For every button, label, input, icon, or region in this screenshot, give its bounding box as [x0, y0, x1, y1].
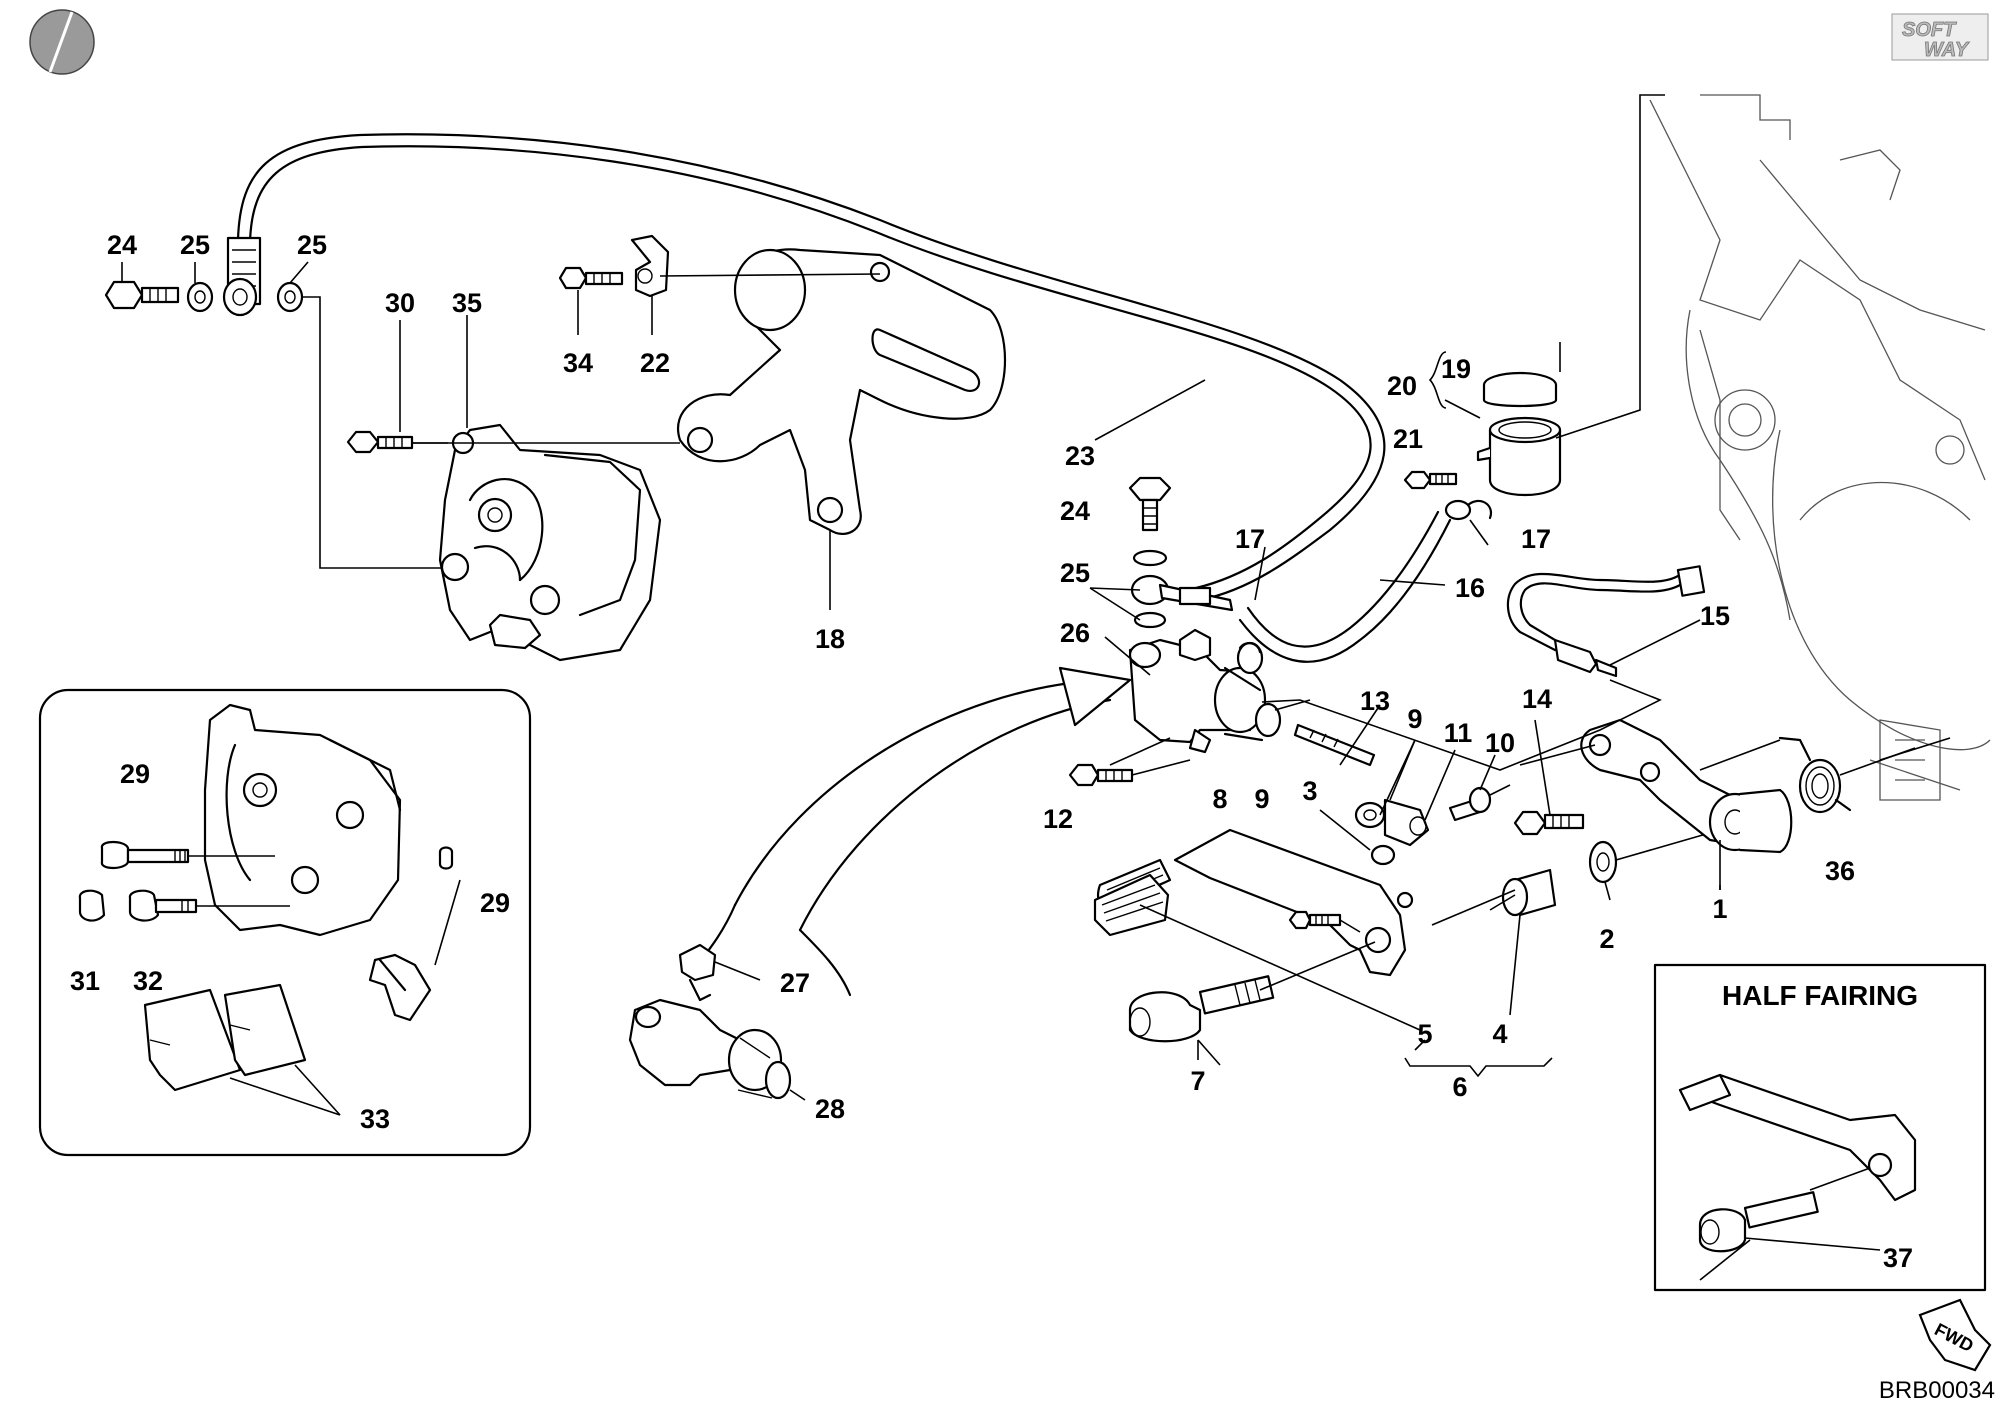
part-label-2: 2 [1599, 924, 1614, 954]
part-label-29: 29 [480, 888, 510, 918]
pivot-lever-1 [1580, 718, 1793, 890]
part-label-4: 4 [1492, 1019, 1507, 1049]
part-label-11: 11 [1444, 718, 1473, 748]
part-label-30: 30 [385, 288, 415, 318]
brand-logo: SOFT WAY [1891, 13, 1989, 61]
pushrod-13-and-fittings [1068, 723, 1511, 866]
pivot-pin-7 [1128, 941, 1376, 1043]
brand-logo-line1: SOFT [1902, 19, 1957, 41]
part-label-23: 23 [1065, 441, 1095, 471]
reservoir-hose-16 [1236, 499, 1493, 675]
part-label-24: 24 [107, 230, 137, 260]
frame-ghost-outline [1649, 94, 1991, 801]
detail-callout-arrow [688, 666, 1132, 997]
master-cylinder-detail-28 [628, 943, 806, 1101]
part-label-1: 1 [1712, 894, 1727, 924]
forward-direction-icon: FWD [1918, 1298, 1992, 1372]
bushing-4-spacer-2 [1431, 829, 1721, 926]
part-label-19: 19 [1441, 354, 1471, 384]
bolt-14 [1513, 810, 1585, 836]
part-label-22: 22 [640, 348, 670, 378]
brace-6 [1404, 1057, 1553, 1078]
part-label-21: 21 [1393, 424, 1423, 454]
part-label-9: 9 [1254, 784, 1269, 814]
part-label-25: 25 [297, 230, 327, 260]
part-label-9: 9 [1407, 704, 1422, 734]
part-label-17: 17 [1235, 524, 1265, 554]
part-label-5: 5 [1417, 1019, 1432, 1049]
master-cylinder-26 [1109, 628, 1311, 766]
part-label-18: 18 [815, 624, 845, 654]
part-label-6: 6 [1452, 1072, 1467, 1102]
label-leaders [121, 261, 1751, 1281]
caliper-detail-inset [38, 688, 532, 1157]
part-label-37: 37 [1883, 1243, 1913, 1273]
part-label-25: 25 [1060, 558, 1090, 588]
part-label-7: 7 [1190, 1066, 1205, 1096]
part-label-25: 25 [180, 230, 210, 260]
part-label-12: 12 [1043, 804, 1073, 834]
part-label-35: 35 [452, 288, 482, 318]
assembly-leaders-right [1261, 679, 1951, 911]
part-label-34: 34 [563, 348, 593, 378]
part-label-27: 27 [780, 968, 810, 998]
part-label-15: 15 [1700, 601, 1730, 631]
part-label-10: 10 [1485, 728, 1515, 758]
fluid-reservoir-20 [1403, 94, 1665, 496]
drawing-code: BRB00034 [1879, 1377, 1995, 1404]
part-label-14: 14 [1522, 684, 1552, 714]
part-label-26: 26 [1060, 618, 1090, 648]
corner-emblem-icon [29, 9, 95, 75]
brake-light-switch-15 [1506, 565, 1706, 678]
brake-caliper-35 [380, 423, 662, 662]
part-label-8: 8 [1212, 784, 1227, 814]
banjo-bolt-assembly-right [1128, 476, 1234, 629]
part-label-24: 24 [1060, 496, 1090, 526]
brand-logo-line2: WAY [1924, 39, 1970, 61]
half-fairing-inset: HALF FAIRING [1653, 963, 1987, 1292]
part-label-32: 32 [133, 966, 163, 996]
part-label-31: 31 [70, 966, 100, 996]
caliper-bolt-30 [346, 430, 680, 454]
caliper-bracket-18 [677, 248, 1006, 610]
half-fairing-title: HALF FAIRING [1722, 980, 1918, 1011]
part-label-29: 29 [120, 759, 150, 789]
part-label-20: 20 [1387, 371, 1417, 401]
part-label-3: 3 [1302, 776, 1317, 806]
part-label-28: 28 [815, 1094, 845, 1124]
footpeg-5 [1093, 873, 1421, 1031]
part-label-13: 13 [1360, 686, 1390, 716]
part-label-16: 16 [1455, 573, 1485, 603]
return-spring-36 [1778, 736, 1916, 814]
bolt-34-and-clip-22 [558, 234, 881, 335]
part-label-33: 33 [360, 1104, 390, 1134]
banjo-bolt-assembly-left [104, 277, 448, 569]
part-label-17: 17 [1521, 524, 1551, 554]
brace-20 [1428, 351, 1447, 409]
part-label-36: 36 [1825, 856, 1855, 886]
